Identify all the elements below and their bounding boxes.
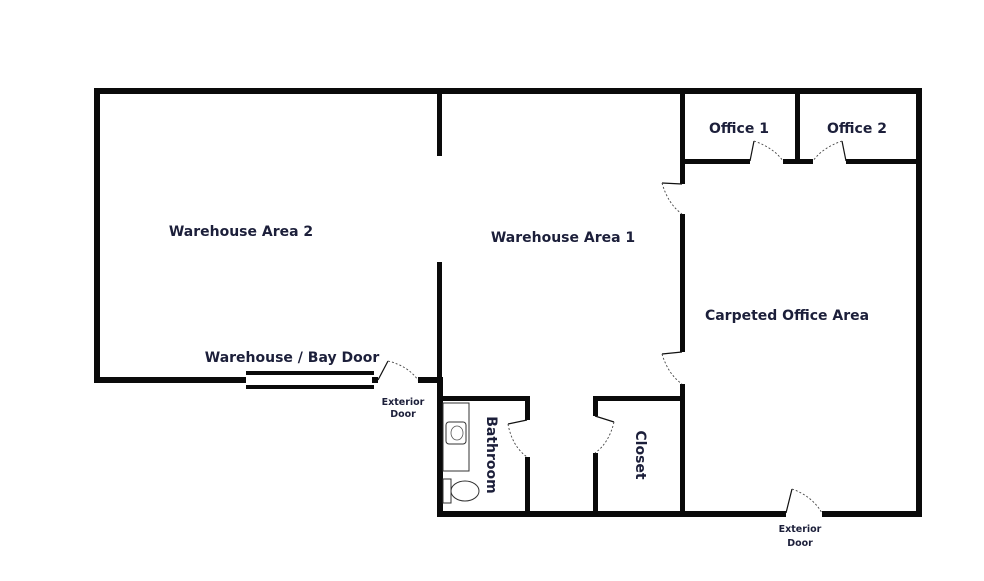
- door-closet: [594, 415, 615, 454]
- door-office-lower: [661, 351, 683, 385]
- vanity-counter: [442, 402, 470, 472]
- label-exterior-door-left-line1: Exterior: [382, 397, 425, 408]
- wall-wh-partition-bottom: [437, 262, 442, 383]
- wall-office-partition-mid: [680, 214, 685, 352]
- label-bathroom: Bathroom: [483, 416, 499, 494]
- label-bay-door: Warehouse / Bay Door: [205, 350, 380, 366]
- bathroom-fixtures: [442, 402, 480, 504]
- wall-bottom: [437, 511, 786, 517]
- wall-left: [94, 88, 100, 382]
- wall-lower-left: [437, 377, 443, 517]
- wall-wh2-bottom-corner: [418, 377, 440, 383]
- wall-office-partition-top: [680, 94, 685, 184]
- door-office-upper: [661, 182, 683, 215]
- label-exterior-door-left-line2: Door: [390, 409, 416, 420]
- door-exterior-bottom: [785, 488, 823, 514]
- wall-wh2-bottom-right: [372, 377, 378, 383]
- walls: [94, 88, 922, 517]
- door-office-1: [749, 140, 784, 162]
- door-exterior-left: [377, 360, 419, 381]
- doors: [377, 140, 847, 514]
- wall-closet-left-bottom: [593, 453, 598, 515]
- label-exterior-door-bottom-line1: Exterior: [779, 524, 822, 535]
- wall-bathroom-right-top: [525, 396, 530, 420]
- label-warehouse-area-1: Warehouse Area 1: [491, 230, 635, 246]
- label-office-2: Office 2: [827, 121, 887, 137]
- wall-bathroom-top: [437, 396, 530, 401]
- wall-offices-bottom-right: [846, 159, 922, 164]
- wall-top: [94, 88, 922, 94]
- label-exterior-door-bottom-line2: Door: [787, 538, 813, 549]
- wall-closet-left-top: [593, 396, 598, 416]
- bay-door-line-top: [246, 371, 374, 375]
- label-closet: Closet: [632, 430, 648, 480]
- wall-bottom-right: [822, 511, 922, 517]
- wall-right: [916, 88, 922, 517]
- label-warehouse-area-2: Warehouse Area 2: [169, 224, 313, 240]
- wall-offices-bottom-left: [680, 159, 750, 164]
- wall-bathroom-right-bottom: [525, 457, 530, 515]
- label-carpeted-office-area: Carpeted Office Area: [705, 308, 869, 324]
- wall-office-partition-bottom: [680, 384, 685, 517]
- bay-door-line-bottom: [246, 385, 374, 389]
- toilet-icon: [442, 478, 480, 504]
- wall-closet-top: [593, 396, 685, 401]
- wall-office-divider: [795, 94, 800, 162]
- label-office-1: Office 1: [709, 121, 769, 137]
- wall-wh-partition-top: [437, 94, 442, 156]
- sink-icon: [445, 421, 467, 445]
- wall-wh2-bottom-left: [94, 377, 246, 383]
- wall-offices-bottom-mid: [783, 159, 813, 164]
- labels: Warehouse Area 2 Warehouse Area 1 Office…: [169, 121, 887, 549]
- door-office-2: [812, 140, 847, 162]
- door-bathroom: [507, 419, 528, 458]
